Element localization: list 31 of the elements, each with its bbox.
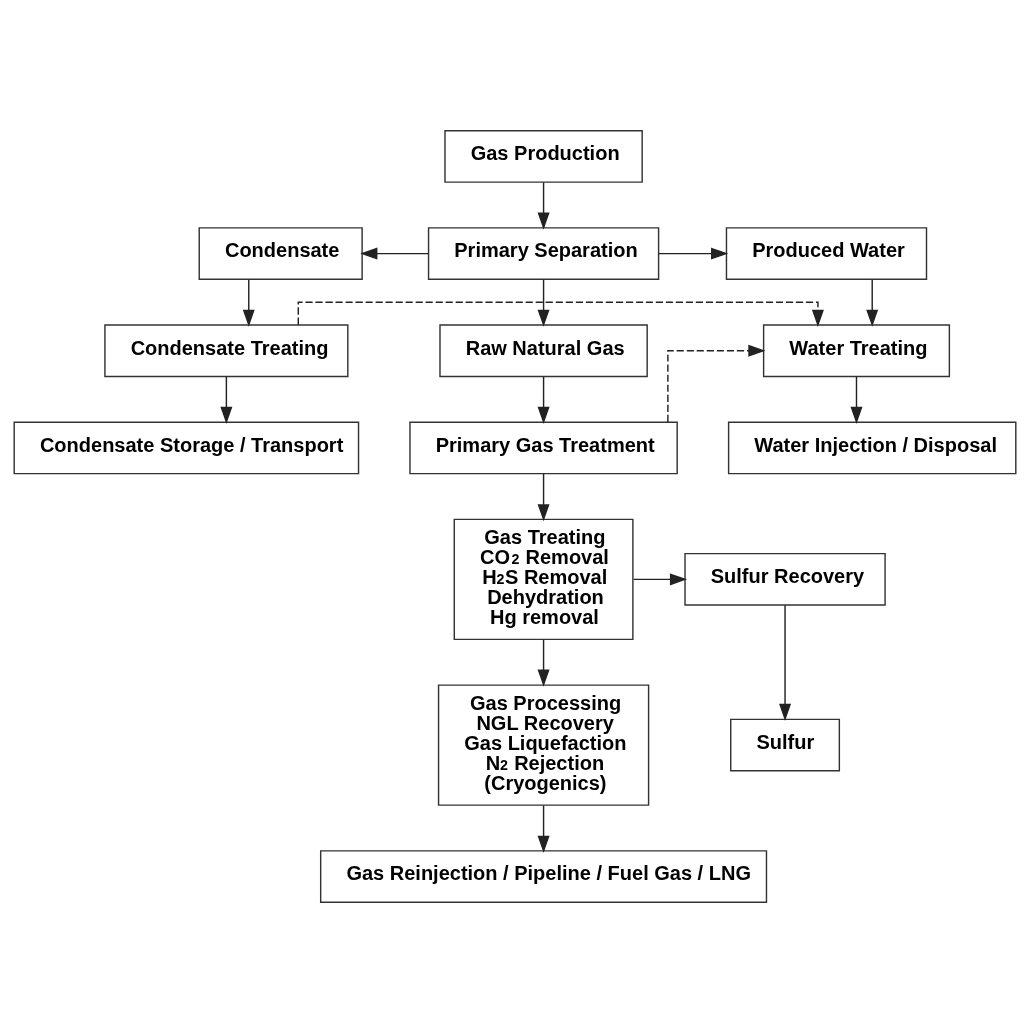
node-box: Condensate Storage / Transport [13, 421, 360, 474]
arrow [360, 247, 429, 260]
arrow [537, 375, 550, 424]
node-box: Gas Treating CO2 Removal H2S Removal Dehydration Hg removal [453, 518, 634, 640]
node-box: Sulfur [730, 718, 841, 772]
arrow [242, 278, 255, 327]
arrow [537, 278, 550, 327]
node-box: Condensate [198, 226, 363, 280]
arrow [779, 604, 792, 721]
arrow [297, 300, 824, 327]
node-box: Gas Production [444, 129, 643, 183]
node-box: Sulfur Recovery [684, 552, 886, 606]
arrow [537, 472, 550, 521]
node-box: Water Injection / Disposal [727, 421, 1017, 474]
node-box: Gas Reinjection / Pipeline / Fuel Gas / LNG [319, 849, 768, 903]
arrow [537, 638, 550, 687]
arrow [657, 247, 729, 260]
arrow [667, 344, 766, 423]
node-box: Primary Gas Treatment [409, 421, 678, 474]
arrow [850, 375, 863, 424]
node-box: Produced Water [725, 226, 928, 280]
arrow [632, 572, 688, 585]
node-box: Water Treating [762, 323, 951, 377]
arrow [866, 278, 879, 327]
node-box: Condensate Treating [104, 323, 349, 377]
node-box: Gas Processing NGL Recovery Gas Liquefaction N2 Rejection (Cryogenics) [437, 683, 650, 806]
node-box: Raw Natural Gas [439, 323, 648, 377]
arrow [537, 181, 550, 230]
node-box: Primary Separation [427, 226, 660, 280]
arrow [537, 804, 550, 853]
arrow [220, 375, 233, 424]
